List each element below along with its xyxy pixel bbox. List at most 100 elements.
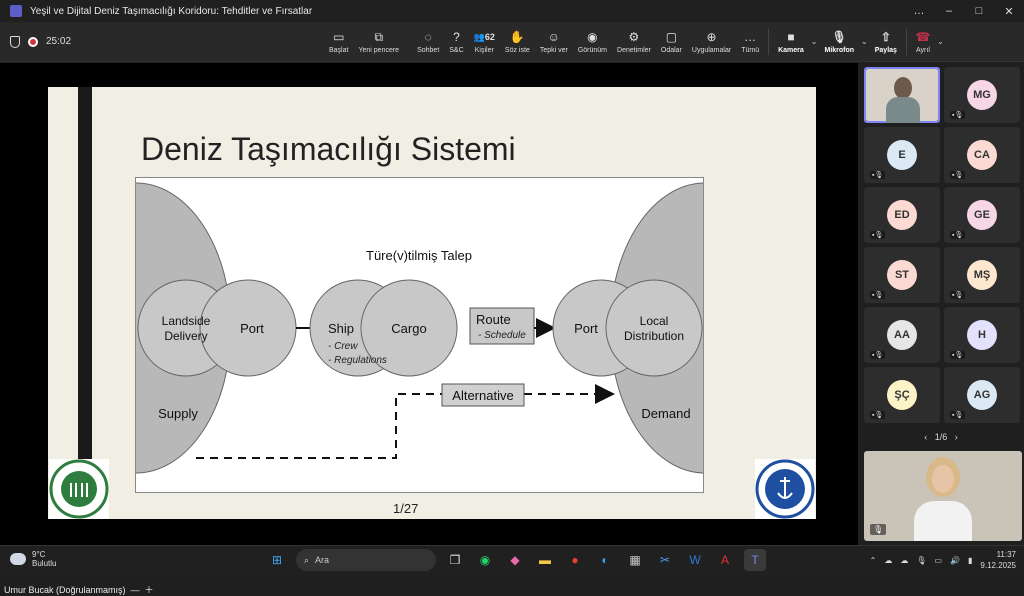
copilot-icon[interactable]: ◆ (510, 553, 520, 567)
more-button[interactable]: …Tümü (741, 29, 760, 54)
controls-button[interactable]: ⚙Denetimler (617, 29, 651, 54)
taskbar-search[interactable]: ⌕Ara (296, 549, 436, 571)
minimize-button[interactable]: – (945, 5, 953, 17)
shield-icon[interactable] (10, 35, 20, 48)
word-icon[interactable]: W (689, 553, 701, 567)
cloud-sync-icon[interactable]: ☁ (900, 555, 909, 565)
avatar: MG (967, 80, 997, 110)
participant-tile[interactable]: ST▪🎙 (864, 247, 940, 303)
prev-page-chevron-icon[interactable]: ‹ (924, 432, 928, 442)
window-titlebar: Yeşil ve Dijital Deniz Taşımacılığı Kori… (0, 0, 1024, 22)
local-label-2: Distribution (624, 329, 684, 343)
mic-button[interactable]: 🎙Mikrofon (824, 29, 855, 54)
more-options-icon[interactable]: … (913, 5, 925, 17)
maximize-button[interactable]: □ (975, 5, 983, 17)
slide-title: Deniz Taşımacılığı Sistemi (141, 131, 516, 167)
participant-tile-video[interactable] (864, 67, 940, 123)
react-button[interactable]: ☺Tepki ver (539, 29, 568, 54)
crew-label: - Crew (328, 341, 358, 352)
mic-muted-tray-icon[interactable]: 🎙 (916, 555, 927, 565)
participant-tile[interactable]: AA▪🎙 (864, 307, 940, 363)
acrobat-icon[interactable]: A (720, 553, 729, 567)
ship-label: Ship (328, 321, 354, 336)
chrome-icon[interactable]: ● (571, 553, 579, 567)
apps-button[interactable]: ⊕Uygulamalar (691, 29, 732, 54)
camera-icon: ■ (787, 29, 795, 44)
supply-label: Supply (158, 406, 198, 421)
weather-widget[interactable]: 9°C Bulutlu (10, 550, 56, 568)
raise-hand-button[interactable]: ✋Söz iste (504, 29, 530, 54)
view-button[interactable]: ◉Görünüm (577, 29, 608, 54)
self-view-video[interactable]: 🎙 (864, 451, 1022, 541)
participant-tile[interactable]: AG▪🎙 (944, 367, 1020, 423)
leave-button[interactable]: ☎Ayrıl (915, 29, 931, 54)
mic-muted-icon: ▪🎙 (870, 411, 886, 419)
browser-icon[interactable]: ◐ (601, 553, 609, 567)
alternative-path (196, 384, 615, 459)
battery-icon[interactable]: ▮ (968, 555, 973, 565)
next-page-chevron-icon[interactable]: › (954, 432, 958, 442)
route-label: Route (476, 312, 511, 327)
avatar: ST (887, 260, 917, 290)
mic-muted-icon: ▪🎙 (950, 291, 966, 299)
teams-app-icon (10, 5, 22, 17)
demand-label: Demand (641, 406, 690, 421)
presenter-name-label: Umur Bucak (Doğrulanmamış) — ＋ (4, 585, 154, 595)
participant-tile[interactable]: ED▪🎙 (864, 187, 940, 243)
maritime-faculty-seal (755, 459, 815, 519)
whatsapp-icon[interactable]: ◉ (479, 553, 491, 567)
onedrive-icon[interactable]: ☁ (884, 555, 893, 565)
participant-tile[interactable]: ŞÇ▪🎙 (864, 367, 940, 423)
volume-icon[interactable]: 🔊 (950, 555, 960, 565)
snipping-tool-icon[interactable]: ✂ (659, 553, 671, 567)
calculator-icon[interactable]: ▦ (629, 553, 641, 567)
camera-button[interactable]: ■Kamera (778, 29, 804, 54)
participant-tile[interactable]: GE▪🎙 (944, 187, 1020, 243)
cargo-circle (360, 279, 458, 377)
mic-muted-icon: ▪🎙 (950, 411, 966, 419)
new-window-button[interactable]: ⧉Yeni pencere (358, 29, 400, 54)
mic-muted-icon: ▪🎙 (950, 231, 966, 239)
local-distribution-circle (605, 279, 703, 377)
show-hidden-icons-chevron-icon[interactable]: ⌃ (869, 555, 877, 565)
system-tray: ⌃ ☁ ☁ 🎙 ▭ 🔊 ▮ 11:37 9.12.2025 (870, 549, 1016, 571)
people-count: 62 (484, 31, 495, 42)
participant-tile[interactable]: MG▪🎙 (944, 67, 1020, 123)
schedule-label: - Schedule (478, 330, 526, 341)
camera-options-chevron-icon[interactable]: ⌄ (810, 37, 818, 46)
toolbar-divider (768, 28, 770, 55)
avatar: AG (967, 380, 997, 410)
mic-options-chevron-icon[interactable]: ⌄ (861, 37, 868, 46)
close-button[interactable]: ✕ (1004, 5, 1014, 18)
landside-label-2: Delivery (164, 329, 207, 343)
rooms-button[interactable]: ▢Odalar (660, 29, 682, 54)
mic-muted-icon: ▪🎙 (870, 231, 886, 239)
taskbar-clock[interactable]: 11:37 9.12.2025 (980, 550, 1016, 570)
chat-icon: ◌ (424, 29, 432, 44)
qa-button[interactable]: ?S&C (449, 29, 464, 54)
share-button[interactable]: ⇧Paylaş (874, 29, 897, 54)
participant-tile[interactable]: CA▪🎙 (944, 127, 1020, 183)
alternative-label: Alternative (452, 388, 513, 403)
slide-diagram: Türe(v)tilmiş Talep Landside Delivery Po… (135, 177, 704, 493)
leave-options-chevron-icon[interactable]: ⌄ (936, 37, 944, 46)
avatar: AA (887, 320, 917, 350)
participant-pager: ‹ 1/6 › (858, 432, 1024, 442)
participant-tile[interactable]: MŞ▪🎙 (944, 247, 1020, 303)
start-icon[interactable]: ⊞ (271, 553, 283, 567)
task-view-icon[interactable]: ❐ (449, 553, 461, 567)
mic-off-icon: 🎙 (831, 29, 847, 44)
more-icon: … (744, 29, 757, 44)
participant-tile[interactable]: H▪🎙 (944, 307, 1020, 363)
network-icon[interactable]: ▭ (934, 555, 943, 565)
slide-page-number: 1/27 (393, 501, 419, 516)
recording-icon[interactable] (28, 36, 38, 47)
present-button[interactable]: ▭Başlat (329, 29, 349, 54)
file-explorer-icon[interactable]: ▬ (539, 553, 551, 567)
mic-muted-icon: ▪🎙 (870, 351, 886, 359)
avatar: CA (967, 140, 997, 170)
teams-icon[interactable]: T (744, 549, 766, 571)
chat-button[interactable]: ◌Sohbet (417, 29, 440, 54)
participant-tile[interactable]: E▪🎙 (864, 127, 940, 183)
